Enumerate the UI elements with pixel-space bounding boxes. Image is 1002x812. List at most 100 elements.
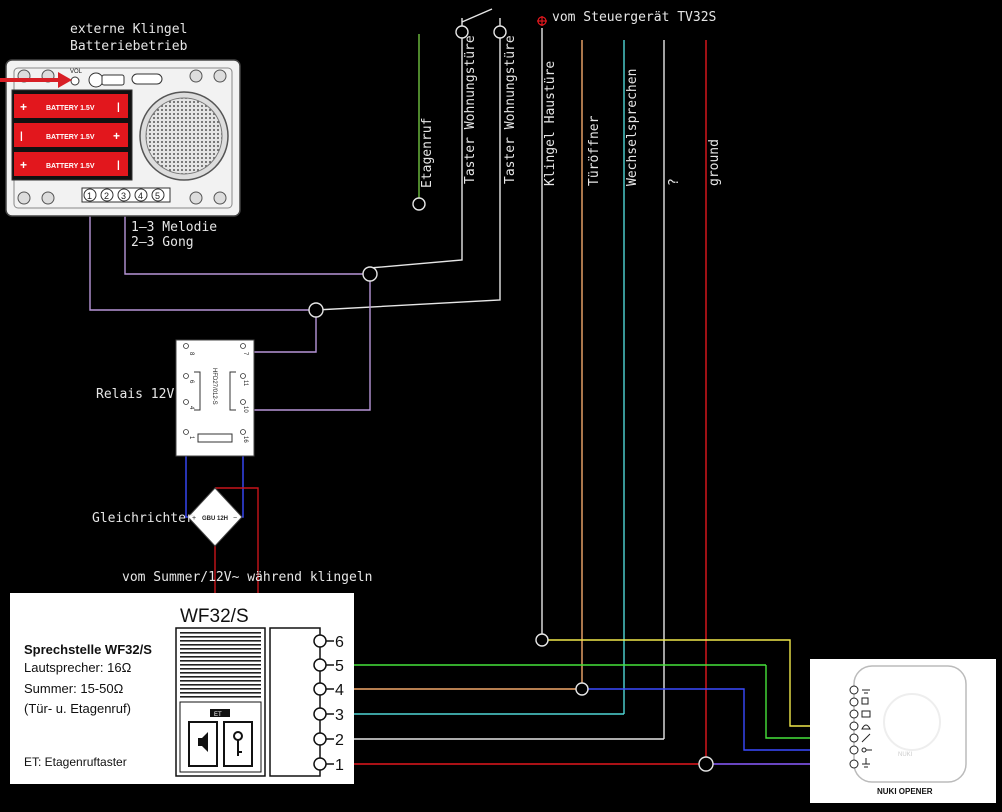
svg-text:|: | [20,131,23,142]
switch-lever [461,8,493,23]
screw-icon [189,69,203,83]
junction-etagenruf [412,197,426,211]
svg-text:+: + [192,515,196,522]
terminal-label: 3 [121,191,126,201]
label-ground: ground [707,139,722,186]
battery-label: BATTERY 1.5V [46,163,95,170]
rectifier-label: Gleichrichter [92,511,194,526]
nuki-opener: NUKI NUKI OPENER [810,659,996,803]
relay: 8 7 6 11 4 10 1 16 HFD27/012-S [175,339,255,457]
station-model: WF32/S [180,606,249,627]
label-taster2: Taster Wohnungstüre [503,35,518,184]
top-marker-icon [537,16,547,26]
relay-pin: 6 [188,380,194,384]
station-terminal: 1 [335,757,344,774]
relay-pin: 11 [242,380,248,387]
junction-taster1 [455,25,469,39]
nuki-button [883,693,941,751]
doorbell-title-2: Batteriebetrieb [70,39,188,54]
relay-pin: 16 [242,436,248,443]
et-button [210,709,230,717]
terminal-label: 2 [104,191,109,201]
label-taster1: Taster Wohnungstüre [463,35,478,184]
doorbell-note-2: 2–3 Gong [131,235,194,250]
battery-1: + BATTERY 1.5V | [14,94,128,118]
volume-knob-icon [70,76,80,86]
wire-bell-t3 [124,198,370,275]
relay-pin: 8 [188,352,194,356]
station-panel: WF32/S Sprechstelle WF32/S Lautsprecher:… [10,593,354,784]
junction-bell-t1 [308,302,324,318]
wire-t4-blue [582,688,850,751]
vol-label: VOL [70,69,83,75]
battery-label: BATTERY 1.5V [46,134,95,141]
screw-icon [41,191,55,205]
junction-taster2 [493,25,507,39]
station-line1: Lautsprecher: 16Ω [24,660,132,675]
wire-taster2-lower [315,200,501,311]
svg-text:−: − [233,515,237,522]
station-terminal: 2 [335,732,344,749]
et-label: ET [214,712,222,718]
screw-icon [213,69,227,83]
battery-2: | BATTERY 1.5V + [14,123,128,147]
wire-relay-7 [248,310,317,353]
wire-ac-right [215,487,259,628]
wire-klingel-nuki [542,639,850,727]
nuki-logo: NUKI [898,752,913,758]
top-label: vom Steuergerät TV32S [552,10,716,25]
relay-pin: 1 [188,436,194,440]
terminal-label: 4 [138,191,143,201]
label-klingel: Klingel Haustüre [543,61,558,186]
rectifier-part: GBU 12H [202,516,228,522]
terminal-label: 1 [87,191,92,201]
wire-taster1-lower [369,200,463,269]
nuki-label: NUKI OPENER [877,787,933,796]
screw-icon [189,191,203,205]
svg-text:+: + [113,129,120,143]
doorbell-title-1: externe Klingel [70,22,187,37]
junction-ground [698,756,714,772]
doorbell-unit: VOL + BATTERY 1.5V | | BATTERY 1.5V + + … [0,59,241,217]
svg-text:|: | [117,160,120,171]
station-title: Sprechstelle WF32/S [24,642,152,657]
screw-icon [213,191,227,205]
junction-klingel [535,633,549,647]
wire-labels: Etagenruf Taster Wohnungstüre Taster Woh… [420,35,722,188]
screw-icon [17,191,31,205]
rectifier: GBU 12H + − [187,487,243,547]
station-line2: Summer: 15-50Ω [24,681,124,696]
wire-bell-t1 [89,198,316,311]
junctions [308,25,714,772]
label-unknown: ? [667,178,682,186]
label-etagenruf: Etagenruf [420,118,435,188]
label-wechsel: Wechselsprechen [625,69,640,186]
station-line3: (Tür- u. Etagenruf) [24,701,131,716]
svg-text:|: | [117,102,120,113]
junction-tueroeffner [575,682,589,696]
relay-pin: 4 [188,406,194,410]
nuki-port-icons [861,689,872,768]
station-terminal: 4 [335,682,344,699]
relay-pin: 7 [242,352,248,356]
terminal-label: 5 [155,191,160,201]
battery-3: + BATTERY 1.5V | [14,152,128,176]
summer-label: vom Summer/12V~ während klingeln [122,570,372,585]
battery-label: BATTERY 1.5V [46,105,95,112]
rectifier-body [187,487,243,547]
doorbell-terminals: 1 2 3 4 5 [81,187,171,203]
svg-text:+: + [20,158,27,172]
doorbell-note-1: 1–3 Melodie [131,220,217,235]
label-tueroeffner: Türöffner [587,115,602,186]
relay-part: HFD27/012-S [211,368,217,405]
station-terminal: 6 [335,634,344,651]
relay-coil-icon [197,433,233,443]
station-terminal: 5 [335,658,344,675]
relay-label: Relais 12V [96,387,174,402]
terminal-block [269,627,321,777]
station-footer: ET: Etagenruftaster [24,755,127,769]
wire-relay-11 [248,274,371,411]
svg-text:+: + [20,100,27,114]
station-terminal: 3 [335,707,344,724]
